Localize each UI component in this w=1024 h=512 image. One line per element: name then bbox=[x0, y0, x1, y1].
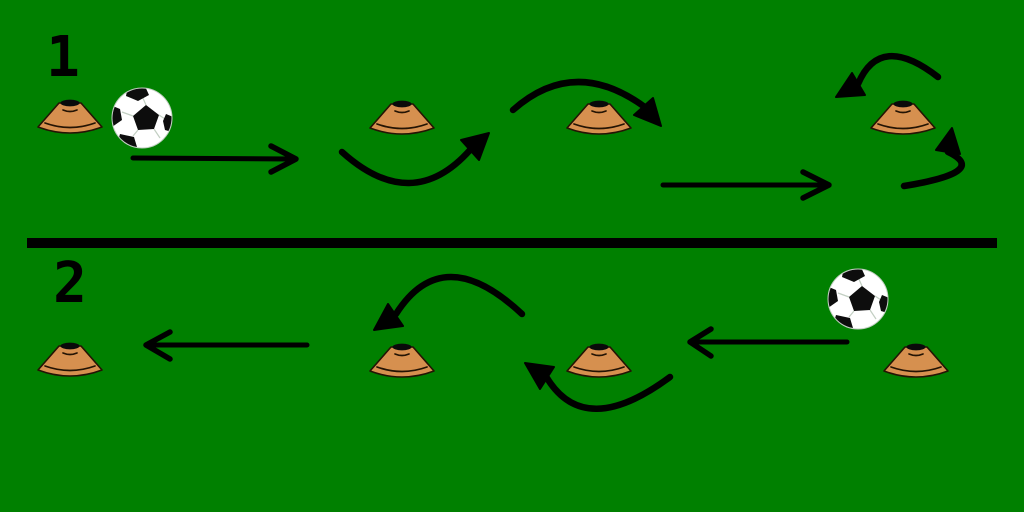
cone-7 bbox=[566, 342, 632, 378]
cone-5 bbox=[37, 341, 103, 377]
cone-4 bbox=[870, 99, 936, 135]
lane1-curved-arrow-3-head bbox=[835, 72, 866, 98]
lane2-curved-arrow-1-head bbox=[373, 303, 404, 331]
cone-1 bbox=[37, 98, 103, 134]
lane2-curved-arrow-1 bbox=[373, 273, 526, 331]
lane-label-1: 1 bbox=[46, 25, 80, 90]
lane2-straight-arrow-1-head bbox=[143, 329, 173, 362]
lane1-curved-arrow-4-head bbox=[935, 127, 961, 155]
lane1-curved-arrow-3 bbox=[835, 52, 942, 98]
lane1-curved-arrow-1-head bbox=[460, 132, 490, 161]
lane1-curved-arrow-4 bbox=[900, 127, 965, 190]
ball-lane-2 bbox=[822, 265, 892, 334]
lane2-straight-arrow-2-head bbox=[687, 326, 714, 359]
lane2-straight-arrow-2 bbox=[687, 326, 850, 359]
lane1-straight-arrow-2-head bbox=[800, 169, 832, 201]
lane2-curved-arrow-2 bbox=[524, 362, 674, 412]
cone-2 bbox=[369, 99, 435, 135]
lane2-curved-arrow-2-head bbox=[524, 362, 555, 390]
lane1-curved-arrow-2-head bbox=[633, 97, 662, 127]
lane1-straight-arrow-1 bbox=[130, 143, 299, 175]
lane1-straight-arrow-2 bbox=[660, 169, 832, 201]
lane-divider-line bbox=[27, 238, 997, 248]
lane1-curved-arrow-1 bbox=[338, 132, 490, 187]
lane-label-2: 2 bbox=[53, 251, 87, 316]
cone-6 bbox=[369, 342, 435, 378]
ball-lane-1 bbox=[106, 84, 176, 153]
lane2-straight-arrow-1 bbox=[143, 329, 310, 362]
lane1-curved-arrow-2 bbox=[509, 78, 662, 127]
lane1-straight-arrow-1-head bbox=[268, 143, 299, 175]
cone-3 bbox=[566, 99, 632, 135]
cone-8 bbox=[883, 342, 949, 378]
